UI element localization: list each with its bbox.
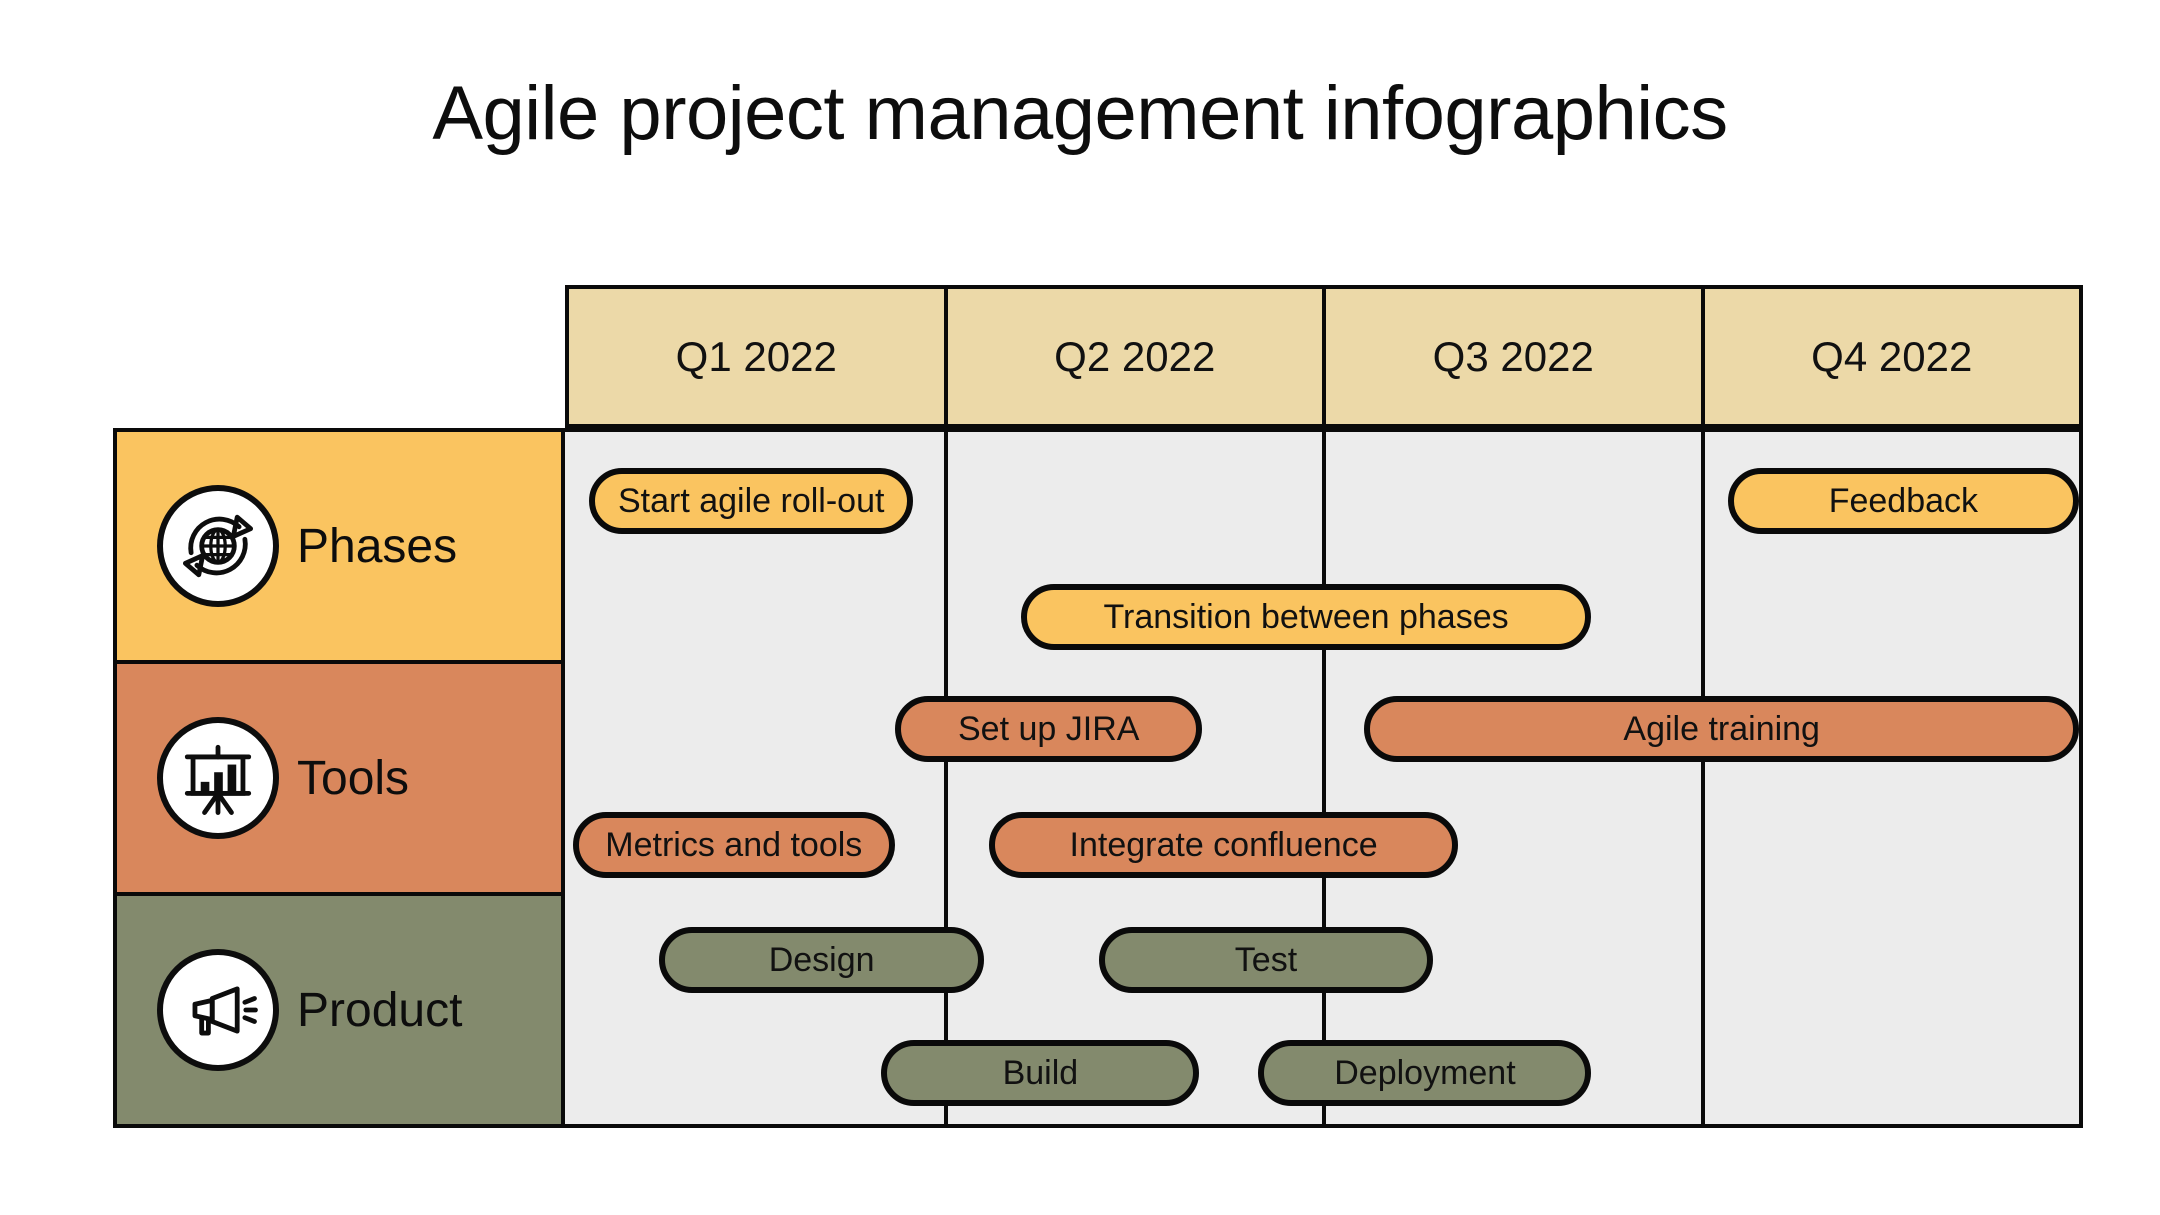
task-bar-transition-between-phases[interactable]: Transition between phases [1020, 584, 1592, 650]
task-bar-start-agile-rollout-label: Start agile roll-out [617, 481, 885, 520]
task-bar-design-label: Design [768, 940, 875, 979]
task-bar-test[interactable]: Test [1099, 927, 1433, 993]
quarter-header-row: Q1 2022 Q2 2022 Q3 2022 Q4 2022 [565, 285, 2083, 428]
row-label-tools-text: Tools [297, 751, 410, 805]
task-bar-feedback[interactable]: Feedback [1727, 468, 2079, 534]
quarter-header-q2-label: Q2 2022 [1054, 332, 1216, 380]
quarter-header-q1-label: Q1 2022 [675, 332, 837, 380]
task-bar-deployment-label: Deployment [1334, 1053, 1516, 1092]
task-bar-integrate-confluence[interactable]: Integrate confluence [988, 812, 1459, 878]
row-label-product-text: Product [297, 983, 463, 1037]
task-bar-agile-training[interactable]: Agile training [1364, 696, 2079, 762]
quarter-header-q4[interactable]: Q4 2022 [1704, 289, 2079, 424]
task-bar-design[interactable]: Design [658, 927, 985, 993]
timeline-plot: Start agile roll-out Feedback Transition… [565, 432, 2079, 1124]
task-bar-set-up-jira[interactable]: Set up JIRA [895, 696, 1203, 762]
task-bar-agile-training-label: Agile training [1623, 709, 1820, 748]
page-title: Agile project management infographics [432, 71, 1728, 156]
row-label-tools[interactable]: Tools [117, 664, 561, 896]
quarter-header-q1[interactable]: Q1 2022 [569, 289, 948, 424]
globe-refresh-icon [157, 485, 279, 607]
task-bar-build[interactable]: Build [881, 1040, 1200, 1106]
task-bar-set-up-jira-label: Set up JIRA [958, 709, 1140, 748]
gridline-q3-q4 [1700, 432, 1705, 1124]
gridline-q2-q3 [1322, 432, 1326, 1124]
gridline-q1-q2 [943, 432, 948, 1124]
row-label-phases-text: Phases [297, 519, 458, 573]
task-bar-transition-between-phases-label: Transition between phases [1103, 597, 1509, 636]
task-bar-start-agile-rollout[interactable]: Start agile roll-out [589, 468, 914, 534]
row-label-column: Phases [117, 432, 565, 1124]
task-bar-test-label: Test [1234, 940, 1298, 979]
megaphone-icon [157, 949, 279, 1071]
task-bar-feedback-label: Feedback [1828, 481, 1979, 520]
quarter-header-q3[interactable]: Q3 2022 [1326, 289, 1705, 424]
gantt-chart: Q1 2022 Q2 2022 Q3 2022 Q4 2022 [113, 285, 2083, 1128]
task-bar-metrics-and-tools-label: Metrics and tools [605, 825, 863, 864]
row-label-product[interactable]: Product [117, 896, 561, 1124]
task-bar-metrics-and-tools[interactable]: Metrics and tools [572, 812, 896, 878]
task-bar-integrate-confluence-label: Integrate confluence [1069, 825, 1378, 864]
row-label-phases[interactable]: Phases [117, 432, 561, 664]
task-bar-deployment[interactable]: Deployment [1258, 1040, 1592, 1106]
task-bar-build-label: Build [1002, 1053, 1079, 1092]
quarter-header-q2[interactable]: Q2 2022 [947, 289, 1326, 424]
presentation-chart-icon [157, 717, 279, 839]
chart-body: Phases [113, 428, 2083, 1128]
quarter-header-q4-label: Q4 2022 [1811, 332, 1973, 380]
quarter-header-q3-label: Q3 2022 [1432, 332, 1594, 380]
